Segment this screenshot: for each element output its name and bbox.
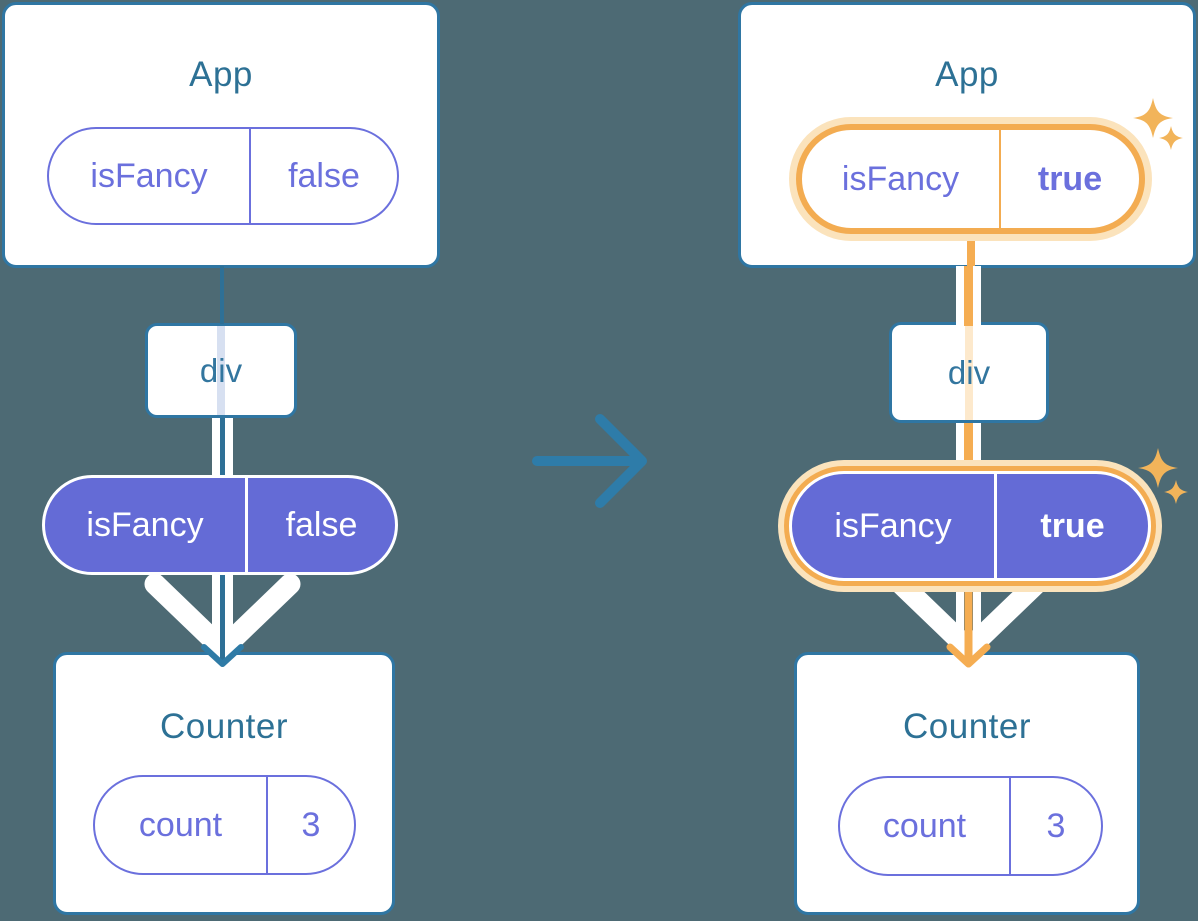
pill-key-label: count xyxy=(95,777,268,873)
counter-title: Counter xyxy=(902,707,1032,746)
connector-app-to-div-before xyxy=(220,266,224,324)
app-state-pill-after-highlighted: isFancy true xyxy=(796,124,1145,234)
app-title: App xyxy=(189,55,253,94)
transition-arrow-icon xyxy=(532,414,647,508)
div-card-before: div xyxy=(145,323,297,418)
pill-value-label: 3 xyxy=(301,805,321,844)
pill-key-label: isFancy xyxy=(49,129,251,223)
pill-key-label: count xyxy=(840,778,1011,874)
counter-card-before: Counter count 3 xyxy=(53,652,395,915)
connector-pill-to-card-edge xyxy=(967,234,975,269)
white-chevron-icon xyxy=(144,573,301,660)
counter-state-pill-before: count 3 xyxy=(93,775,356,875)
pill-value-label: false xyxy=(288,156,360,195)
div-label: div xyxy=(947,353,991,391)
app-state-pill-before: isFancy false xyxy=(47,127,399,225)
app-card-before: App isFancy false xyxy=(2,2,440,268)
pill-key-label: isFancy xyxy=(45,478,248,572)
pill-value-label: true xyxy=(1037,159,1103,198)
prop-pill-after-highlighted: isFancy true xyxy=(789,471,1151,581)
counter-card-after: Counter count 3 xyxy=(794,652,1140,915)
app-card-after: App isFancy true xyxy=(738,2,1196,269)
pill-key-label: isFancy xyxy=(802,130,1001,228)
white-chevron-icon xyxy=(890,573,1047,660)
prop-flow-line-faded xyxy=(217,326,225,415)
counter-title: Counter xyxy=(159,707,289,746)
pill-value-label: 3 xyxy=(1046,806,1066,845)
div-card-after: div xyxy=(889,322,1049,423)
prop-pill-before: isFancy false xyxy=(42,475,398,575)
prop-flow-line-after-top xyxy=(956,266,981,326)
pill-key-label: isFancy xyxy=(792,474,997,578)
pill-value-label: false xyxy=(285,505,358,544)
div-label: div xyxy=(199,351,243,389)
app-title: App xyxy=(935,55,999,94)
counter-state-pill-after: count 3 xyxy=(838,776,1103,876)
prop-flow-line-faded xyxy=(965,325,973,420)
pill-value-label: true xyxy=(1040,506,1105,545)
